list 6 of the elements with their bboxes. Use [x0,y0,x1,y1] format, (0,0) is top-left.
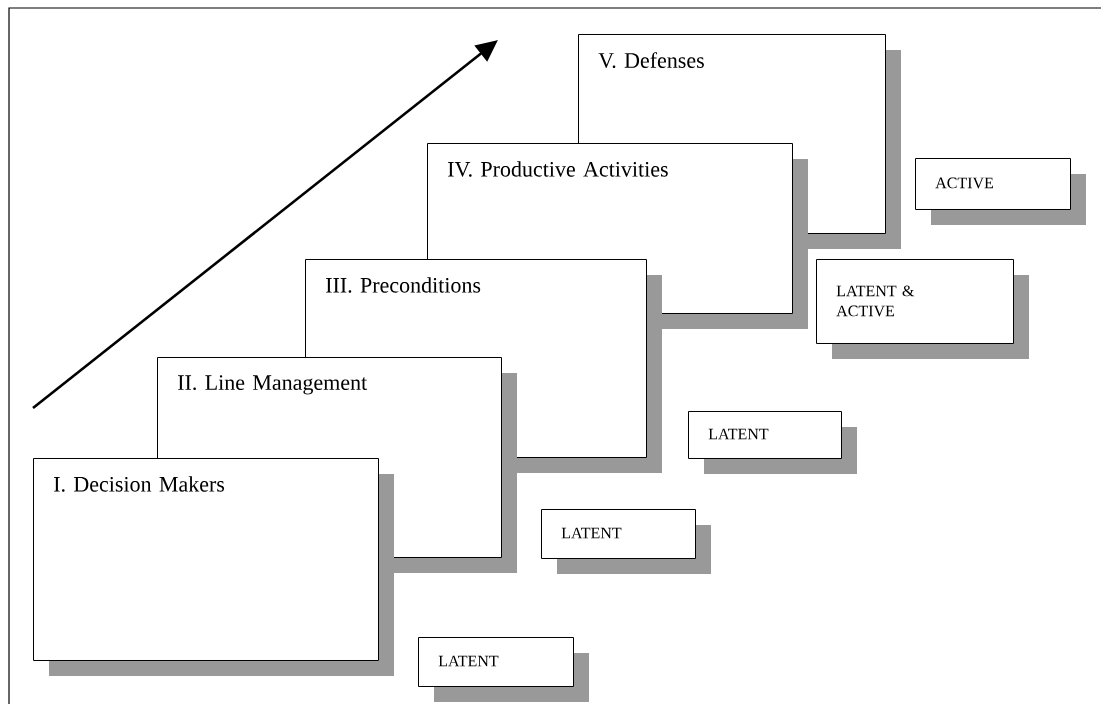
failure-level-box: LATENT & ACTIVE [816,259,1029,359]
stage-box: I. Decision Makers [33,458,394,676]
failure-level-box: LATENT [418,637,589,702]
failure-level-box: LATENT [688,411,857,474]
failure-level-box: ACTIVE [915,158,1086,225]
failure-level-box: LATENT [541,509,711,574]
